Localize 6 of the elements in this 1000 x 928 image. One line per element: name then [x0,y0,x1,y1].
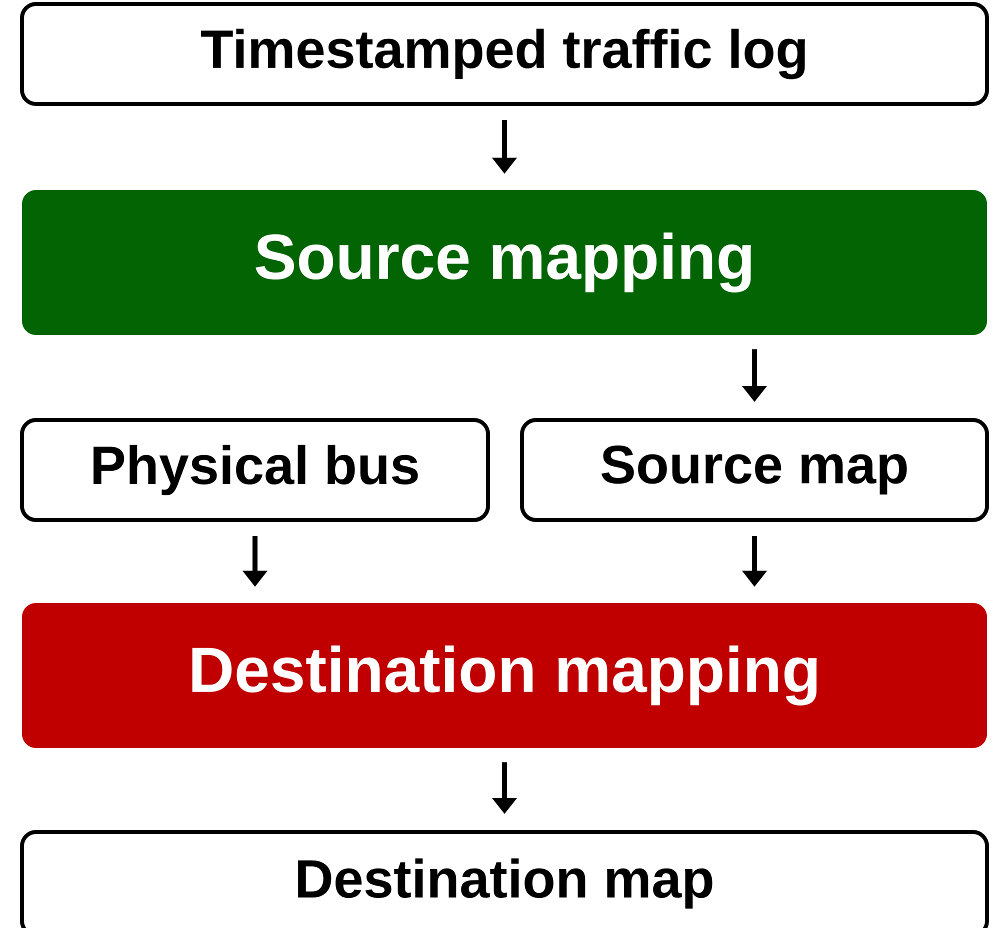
text-box: Source map [520,418,990,522]
process-box: Source mapping [22,190,988,335]
text-box: Destination map [20,830,990,928]
process-box: Destination mapping [22,603,988,748]
text-box: Physical bus [20,418,490,522]
text-box: Timestamped traffic log [20,2,990,106]
